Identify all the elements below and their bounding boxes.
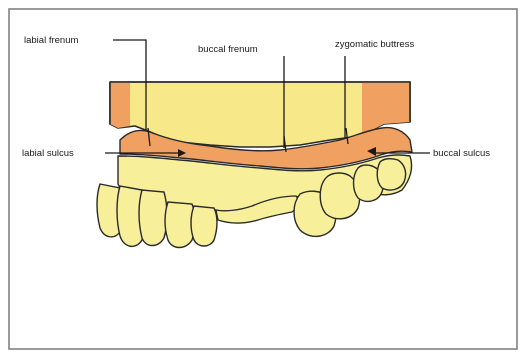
tooth-3 (139, 190, 167, 246)
label-buccal-frenum: buccal frenum (198, 44, 258, 55)
tooth-5 (191, 206, 217, 246)
label-labial-frenum: labial frenum (24, 35, 78, 46)
molar-4 (377, 159, 405, 190)
label-labial-sulcus: labial sulcus (22, 148, 74, 159)
label-zygomatic-buttress: zygomatic buttress (335, 39, 414, 50)
label-buccal-sulcus: buccal sulcus (433, 148, 490, 159)
